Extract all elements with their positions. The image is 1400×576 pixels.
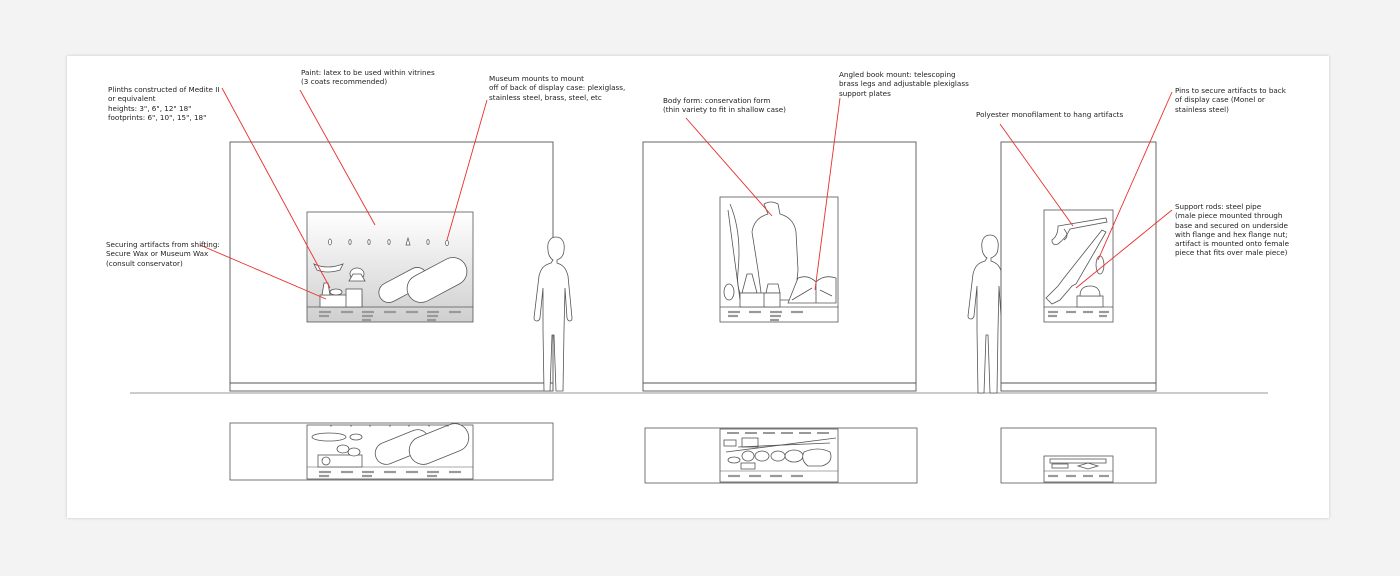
note-support-rods: Support rods: steel pipe (male piece mou… (1175, 202, 1290, 258)
leader-book-mount (814, 97, 841, 291)
leader-securing (199, 244, 327, 300)
plan-view-middle (644, 427, 918, 484)
plan-view-right (1000, 427, 1157, 484)
leader-museum-mounts (446, 99, 488, 241)
human-silhouette-2 (967, 234, 1007, 394)
note-plinths: Plinths constructed of Medite II or equi… (108, 85, 220, 122)
object-labels-left (319, 310, 461, 322)
note-monofilament: Polyester monofilament to hang artifacts (976, 110, 1124, 119)
object-labels-middle (728, 310, 803, 322)
note-paint: Paint: latex to be used within vitrines … (301, 68, 435, 87)
note-museum-mounts: Museum mounts to mount off of back of di… (489, 74, 626, 102)
pistol (1051, 217, 1108, 245)
object-labels-right (1048, 310, 1109, 318)
note-body-form: Body form: conservation form (thin varie… (663, 96, 786, 115)
leader-lines (199, 87, 1173, 300)
note-securing: Securing artifacts from shifting: Secure… (106, 240, 220, 268)
left-artifacts (313, 257, 468, 308)
leader-support-rods (1075, 209, 1173, 289)
note-pins: Pins to secure artifacts to back of disp… (1175, 86, 1286, 114)
hanging-mounts (328, 236, 449, 246)
human-silhouette-1 (533, 236, 573, 392)
leader-body-form (685, 117, 773, 217)
note-book-mount: Angled book mount: telescoping brass leg… (839, 70, 969, 98)
leader-paint (299, 89, 376, 226)
leader-pins (1097, 91, 1173, 261)
vitrine-right (1043, 209, 1114, 323)
leader-monofilament (999, 123, 1074, 227)
rifle (1045, 229, 1107, 305)
body-form (751, 201, 799, 301)
leader-plinths (221, 87, 331, 289)
vitrine-left (306, 211, 474, 323)
vitrine-middle (719, 196, 839, 323)
plan-view-left (229, 422, 554, 481)
